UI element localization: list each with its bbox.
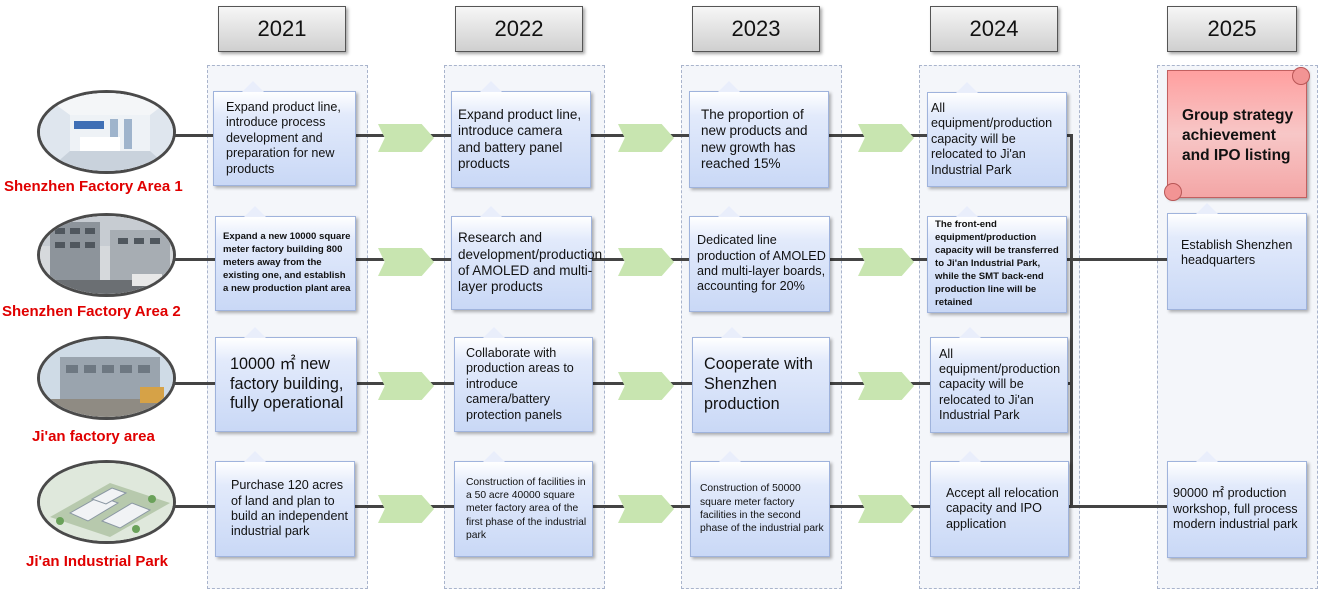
milestone-box: The proportion of new products and new g… bbox=[689, 91, 829, 188]
milestone-box: Purchase 120 acres of land and plan to b… bbox=[215, 461, 355, 557]
factory-building-photo-icon bbox=[37, 213, 176, 297]
year-header-2021: 2021 bbox=[218, 6, 346, 52]
year-header-2023: 2023 bbox=[692, 6, 820, 52]
year-header-2022: 2022 bbox=[455, 6, 583, 52]
milestone-box: Establish Shenzhen headquarters bbox=[1167, 213, 1307, 310]
arrow-icon bbox=[858, 124, 914, 152]
arrow-icon bbox=[858, 248, 914, 276]
row-line-4 bbox=[175, 505, 1170, 508]
milestone-box: All equipment/production capacity will b… bbox=[927, 92, 1067, 187]
arrow-icon bbox=[378, 495, 434, 523]
industrial-park-rendering-icon bbox=[37, 460, 176, 544]
milestone-box: The front-end equipment/production capac… bbox=[927, 216, 1067, 313]
milestone-box: Construction of 50000 square meter facto… bbox=[690, 461, 830, 557]
milestone-box: Dedicated line production of AMOLED and … bbox=[689, 216, 830, 312]
milestone-box: Expand product line, introduce process d… bbox=[213, 91, 356, 186]
site-label-shenzhen-1: Shenzhen Factory Area 1 bbox=[4, 178, 183, 195]
arrow-icon bbox=[618, 124, 674, 152]
office-interior-photo-icon bbox=[37, 90, 176, 174]
arrow-icon bbox=[618, 248, 674, 276]
milestone-box: 90000 ㎡ production workshop, full proces… bbox=[1167, 461, 1307, 558]
row-line-3 bbox=[175, 382, 1072, 385]
milestone-box: Collaborate with production areas to int… bbox=[454, 337, 593, 432]
ipo-scroll-banner: Group strategy achievement and IPO listi… bbox=[1164, 67, 1310, 201]
arrow-icon bbox=[858, 495, 914, 523]
year-header-2024: 2024 bbox=[930, 6, 1058, 52]
arrow-icon bbox=[378, 124, 434, 152]
arrow-icon bbox=[378, 372, 434, 400]
arrow-icon bbox=[618, 495, 674, 523]
site-label-jian-factory: Ji'an factory area bbox=[32, 428, 155, 445]
milestone-box: 10000 ㎡ new factory building, fully oper… bbox=[215, 337, 357, 432]
scroll-text: Group strategy achievement and IPO listi… bbox=[1182, 107, 1294, 165]
arrow-icon bbox=[858, 372, 914, 400]
milestone-box: Cooperate with Shenzhen production bbox=[692, 337, 830, 433]
arrow-icon bbox=[618, 372, 674, 400]
milestone-box: Expand product line, introduce camera an… bbox=[451, 91, 591, 188]
milestone-box: All equipment/production capacity will b… bbox=[930, 337, 1068, 433]
scroll-curl-icon bbox=[1292, 67, 1310, 85]
year-header-2025: 2025 bbox=[1167, 6, 1297, 52]
scroll-curl-icon bbox=[1164, 183, 1182, 201]
row-line-2 bbox=[175, 258, 1170, 261]
row-line-1 bbox=[175, 134, 1072, 137]
milestone-box: Construction of facilities in a 50 acre … bbox=[454, 461, 593, 557]
milestone-box: Expand a new 10000 square meter factory … bbox=[215, 216, 356, 311]
milestone-box: Accept all relocation capacity and IPO a… bbox=[930, 461, 1069, 557]
site-label-jian-park: Ji'an Industrial Park bbox=[26, 553, 168, 570]
vertical-connector bbox=[1070, 134, 1073, 508]
warehouse-photo-icon bbox=[37, 336, 176, 420]
site-label-shenzhen-2: Shenzhen Factory Area 2 bbox=[2, 303, 181, 320]
arrow-icon bbox=[378, 248, 434, 276]
milestone-box: Research and development/production of A… bbox=[451, 216, 602, 310]
